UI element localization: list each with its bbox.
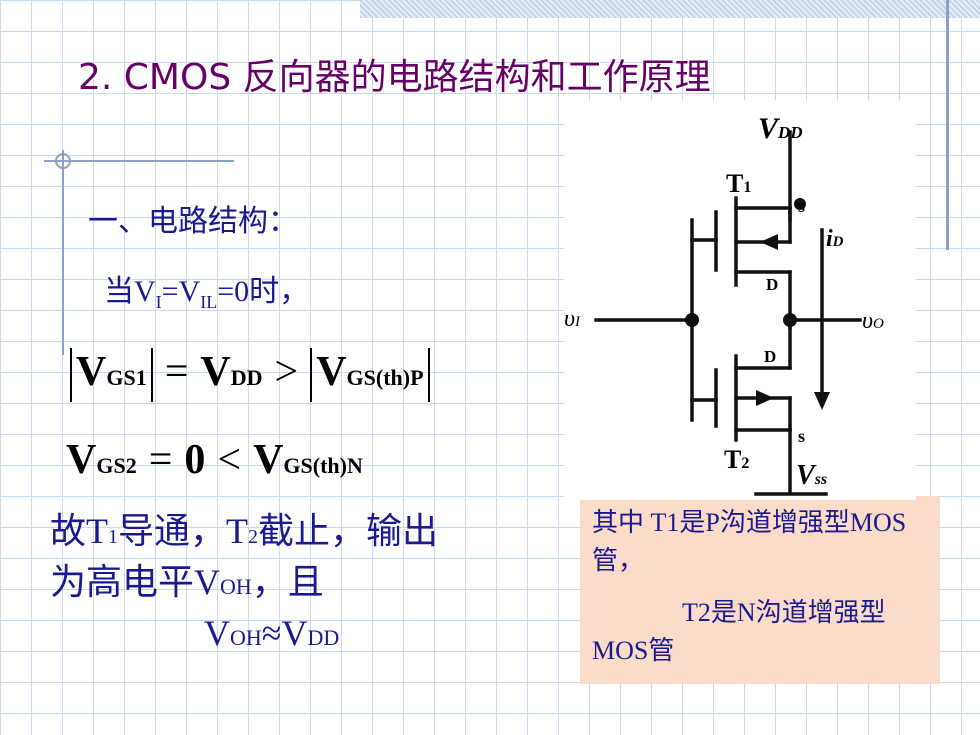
eq2-op2: <	[217, 437, 242, 483]
t1-label: T1	[726, 169, 751, 198]
concl-a1: 故T	[50, 511, 108, 551]
cond-suffix: =0时，	[217, 275, 310, 308]
t2-label: T2	[724, 445, 749, 474]
eq1-v3: V	[316, 349, 347, 395]
concl-c1: V	[204, 613, 230, 653]
vdd-label: VDD	[758, 112, 803, 145]
left-decor-hline	[44, 160, 234, 162]
section-heading: 一、电路结构：	[88, 205, 298, 238]
note-box: 其中 T1是P沟道增强型MOS管， T2是N沟道增强型MOS管	[580, 496, 940, 684]
crosshair-icon	[55, 153, 71, 169]
input-condition: 当VI=VIL=0时，	[104, 266, 309, 313]
id-arrow-head-icon	[814, 392, 830, 410]
top-decor-band	[360, 0, 980, 18]
t1-s-label: s	[798, 196, 805, 216]
vss-label: Vss	[796, 460, 827, 491]
cmos-inverter-circuit: VDD T1 s D iD υI υO D s T2 Vss	[564, 100, 916, 500]
eq1-op1: =	[164, 349, 189, 395]
circuit-background	[564, 100, 916, 500]
note-line-1: 其中 T1是P沟道增强型MOS管，	[592, 508, 907, 575]
conclusion-line-1: 故T1导通，T2截止，输出	[50, 502, 438, 554]
concl-a1-sub: 1	[108, 526, 118, 548]
cond-prefix: 当V	[104, 275, 156, 308]
abs-vgsthp: VGS(th)P	[310, 348, 430, 402]
t2-body-arrow-icon	[756, 390, 774, 406]
concl-a2-sub: 2	[248, 526, 258, 548]
concl-c1-sub: OH	[230, 625, 262, 650]
right-decor-line	[946, 0, 949, 250]
slide-title: 2. CMOS 反向器的电路结构和工作原理	[78, 57, 711, 98]
input-node	[685, 313, 699, 327]
cond-mid: =V	[161, 275, 201, 308]
concl-c2-sub: DD	[307, 625, 340, 650]
concl-b2: ，且	[251, 562, 324, 602]
eq1-op2: >	[274, 349, 299, 395]
eq1-v1: V	[76, 349, 107, 395]
t2-d-label: D	[764, 347, 776, 366]
eq2-op1: =	[148, 437, 173, 483]
eq1-v2-sub: DD	[230, 365, 263, 390]
eq2-v1: V	[66, 437, 97, 483]
eq1-v3-sub: GS(th)P	[346, 365, 424, 390]
concl-b1-sub: OH	[220, 574, 252, 599]
concl-a3: 截止，输出	[258, 511, 439, 551]
cond-sub2: IL	[200, 292, 218, 312]
t1-body-arrow-icon	[760, 234, 778, 250]
vo-label: υO	[862, 308, 884, 334]
eq1-v2: V	[200, 349, 231, 395]
id-label: iD	[826, 226, 844, 252]
eq2-v1-sub: GS2	[96, 453, 137, 478]
eq1-v1-sub: GS1	[106, 365, 147, 390]
concl-c2: ≈V	[261, 613, 308, 653]
t2-s-label: s	[798, 426, 805, 446]
concl-b1: 为高电平V	[50, 562, 220, 602]
equation-vgs1: VGS1=VDD>VGS(th)P	[70, 348, 430, 402]
cond-sub1: I	[155, 292, 162, 312]
output-node	[783, 313, 797, 327]
t1-source-node	[794, 198, 806, 210]
note-line-2: T2是N沟道增强型MOS管	[592, 598, 886, 665]
equation-vgs2: VGS2=0<VGS(th)N	[66, 436, 363, 484]
concl-a2: 导通，T	[118, 511, 248, 551]
abs-vgs1: VGS1	[70, 348, 153, 402]
conclusion-line-3: VOH≈VDD	[204, 612, 339, 654]
t1-d-label: D	[766, 275, 778, 294]
conclusion-line-2: 为高电平VOH，且	[50, 553, 324, 605]
left-decor-line	[62, 150, 64, 355]
vi-label: υI	[564, 306, 581, 332]
eq2-zero: 0	[184, 437, 206, 483]
eq2-v2: V	[253, 437, 284, 483]
eq2-v2-sub: GS(th)N	[283, 453, 363, 478]
